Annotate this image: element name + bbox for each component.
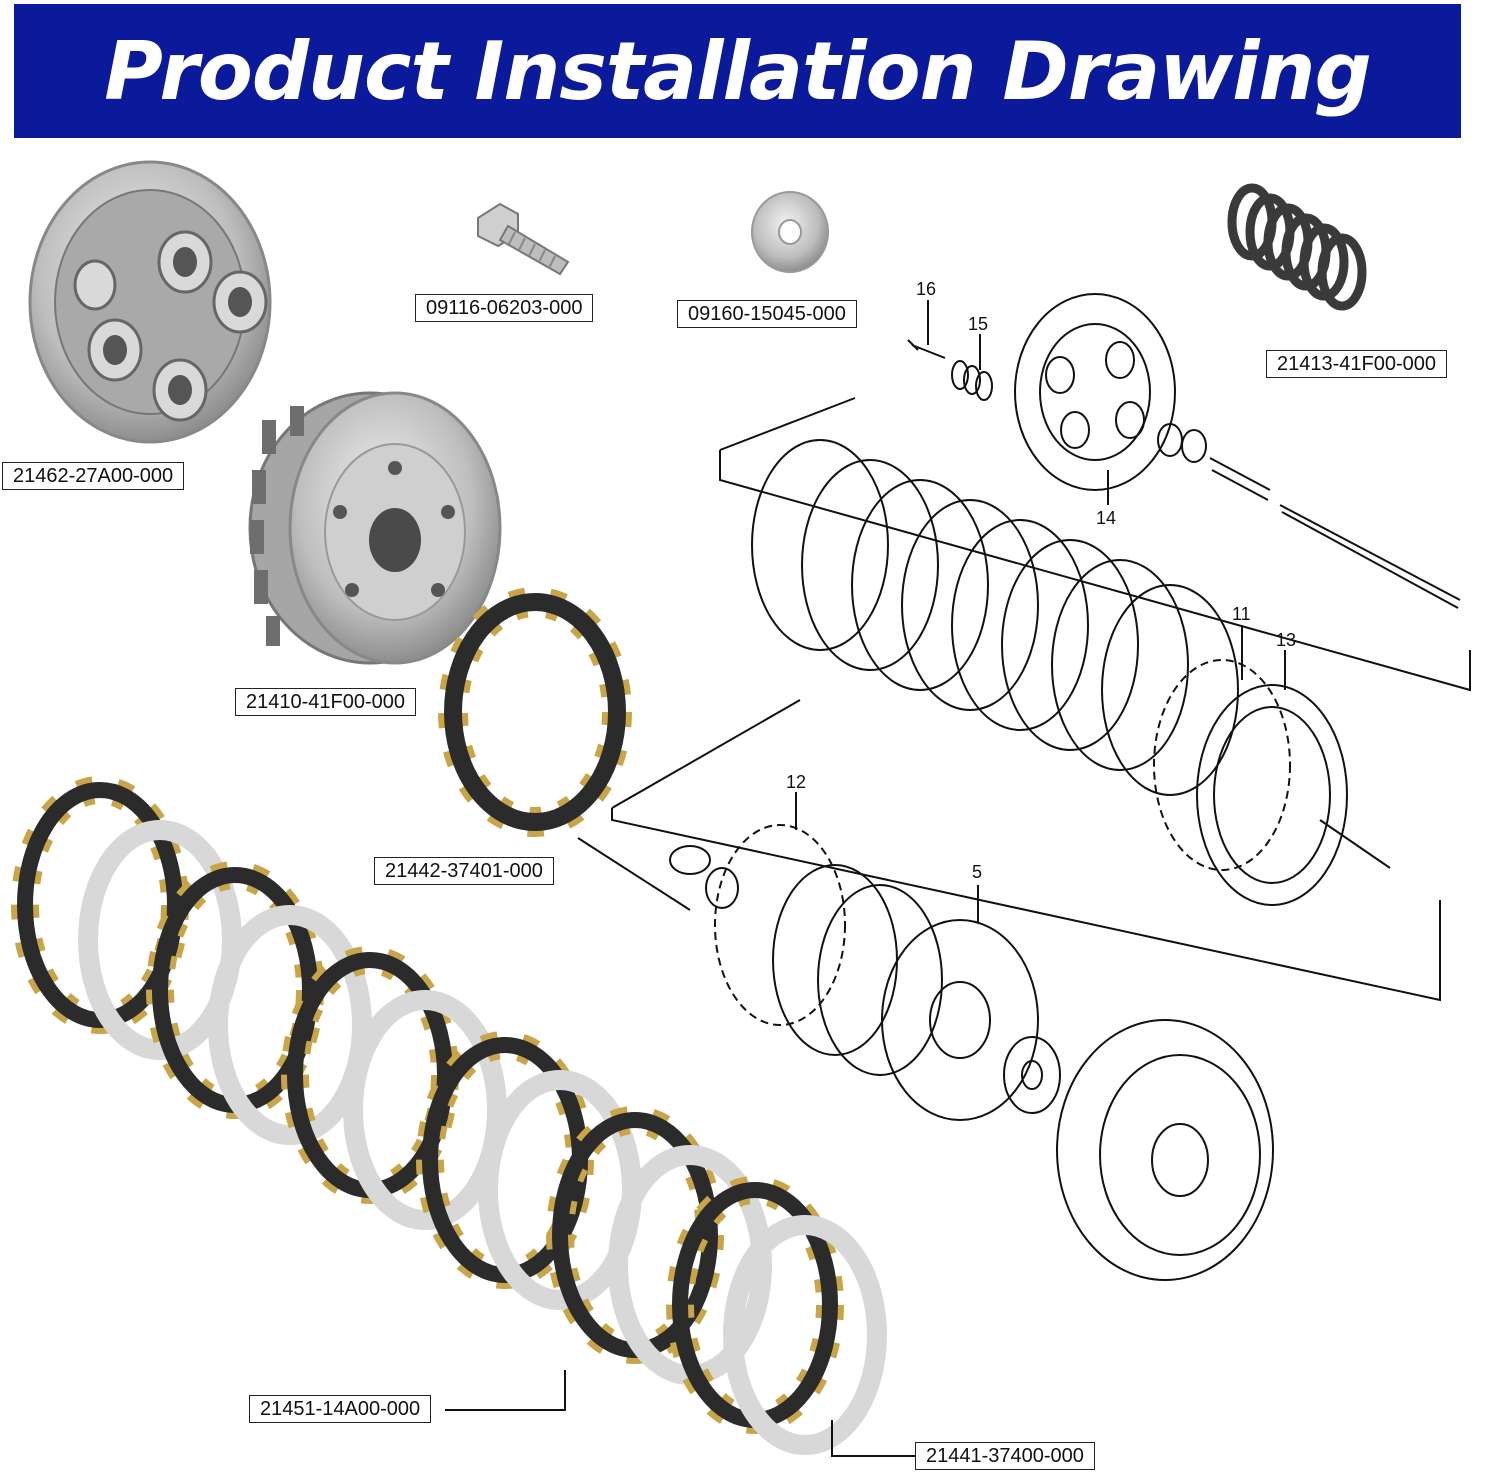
clutch-hub-photo (248, 391, 502, 665)
pressure-plate-photo (28, 160, 272, 444)
callout-16: 16 (916, 279, 936, 299)
friction-plate-photo (438, 587, 632, 837)
callout-15: 15 (968, 314, 988, 334)
callout-12: 12 (786, 772, 806, 792)
label-clutch-hub: 21410-41F00-000 (235, 688, 417, 716)
label-spring: 21413-41F00-000 (1266, 350, 1448, 378)
label-steel-plate-set: 21441-37400-000 (915, 1442, 1095, 1470)
callout-14: 14 (1096, 508, 1116, 528)
bolt-photo (477, 202, 570, 276)
spring-photo (1227, 183, 1367, 311)
plate-stack-photo (11, 776, 887, 1455)
label-pressure-plate: 21462-27A00-000 (2, 462, 185, 490)
callout-13: 13 (1276, 630, 1296, 650)
title-banner: Product Installation Drawing (14, 4, 1461, 138)
label-washer: 09160-15045-000 (677, 300, 857, 328)
callout-11: 11 (1232, 604, 1251, 624)
page-title: Product Installation Drawing (104, 24, 1372, 118)
label-friction-plate: 21442-37401-000 (374, 857, 554, 885)
label-friction-plate-set: 21451-14A00-000 (249, 1395, 432, 1423)
washer-photo (751, 191, 829, 273)
exploded-line-drawing (445, 293, 1471, 1457)
label-bolt: 09116-06203-000 (415, 294, 594, 322)
callout-5: 5 (972, 862, 982, 882)
